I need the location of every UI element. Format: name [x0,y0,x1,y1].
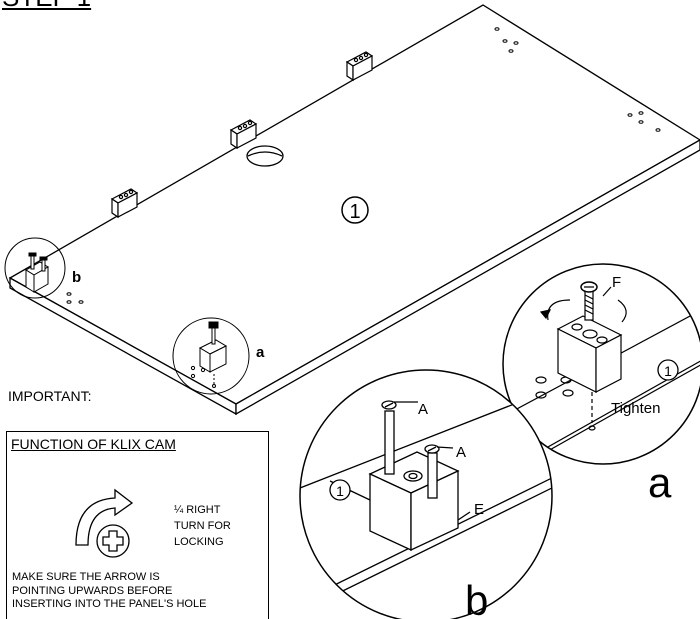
panel-number-badge [341,196,369,224]
step-title: STEP 1 [2,0,91,13]
panel-holes [66,27,661,304]
klix-cam-box: FUNCTION OF KLIX CAM ¼ RIGHT TURN FOR LO… [6,431,269,619]
callout-label-a: a [256,344,265,361]
panel-large-hole [246,145,284,167]
klix-cam-symbol-icon [96,524,130,558]
klix-cam-arrow-icon [75,488,134,546]
callout-circle-b [4,237,66,299]
klix-note-line-2: POINTING UPWARDS BEFORE [12,584,173,597]
panel-number: 1 [349,201,360,223]
detail-circle-a [502,263,700,465]
klix-turn-line-2: TURN FOR [174,520,231,532]
klix-turn-line-1: ¼ RIGHT [174,504,221,516]
klix-cam-heading: FUNCTION OF KLIX CAM [11,436,176,452]
detail-b-big-label: b [465,577,488,619]
klix-note-line-3: INSERTING INTO THE PANEL'S HOLE [12,598,207,610]
detail-a-screw-label: F [612,274,621,291]
detail-a-panel-number: 1 [664,363,672,379]
detail-a-action: Tighten [611,400,660,417]
important-title: IMPORTANT: [8,388,92,404]
detail-b-pin-label-1: A [418,401,428,418]
detail-a-big-label: a [648,459,672,506]
klix-note-line-1: MAKE SURE THE ARROW IS [12,571,160,583]
detail-b-pin-label-2: A [456,444,466,461]
detail-circle-b [299,369,553,619]
detail-b-block-label: E [474,501,484,518]
cam-block-2 [229,119,258,150]
klix-cam-note: MAKE SURE THE ARROW IS POINTING UPWARDS … [12,571,206,612]
cam-block-1 [345,51,374,82]
callout-circle-a [172,317,250,395]
callout-label-b: b [72,269,81,286]
klix-turn-line-3: LOCKING [174,536,224,548]
cam-block-3 [110,188,139,219]
detail-b-panel-number: 1 [336,483,344,499]
klix-cam-turn-text: ¼ RIGHT TURN FOR LOCKING [174,502,231,550]
